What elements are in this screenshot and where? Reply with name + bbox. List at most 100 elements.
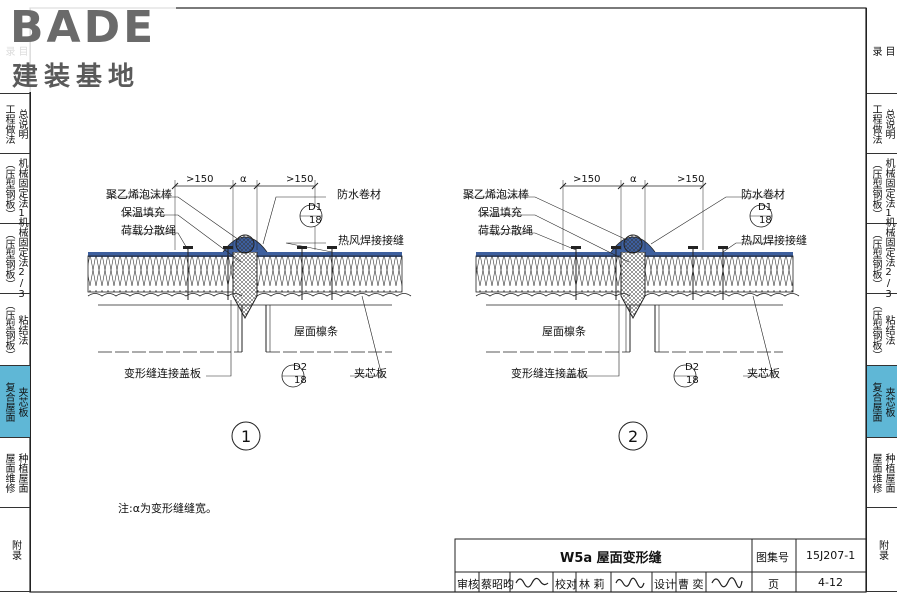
ref2-bottom-2: 18 <box>686 375 699 386</box>
d2-leader-panel <box>743 295 774 377</box>
detail-number-1: 1 <box>241 427 252 446</box>
right-nav: 目录总说明工程做法机械固定法1（压型钢板）机械固定法2/3（压型钢板）粘结法（压… <box>866 8 897 592</box>
right-tab-4[interactable]: 粘结法（压型钢板） <box>867 294 897 366</box>
left-nav: 目录总说明工程做法机械固定法1（压型钢板）机械固定法2/3（压型钢板）粘结法（压… <box>0 8 31 592</box>
left-tab-6-text-0: 种植屋面 <box>16 452 27 493</box>
label-weld-2: 热风焊接接缝 <box>741 234 807 247</box>
label-weld: 热风焊接接缝 <box>338 234 404 247</box>
left-tab-6[interactable]: 种植屋面屋面维修 <box>0 438 30 508</box>
left-tab-7-text-0: 附录 <box>9 539 21 560</box>
left-tab-5[interactable]: 夹芯板复合屋面 <box>0 366 30 438</box>
label-insulation: 保温填充 <box>121 206 165 219</box>
right-tab-5-text-0: 夹芯板 <box>883 386 894 417</box>
right-tab-6-text-0: 种植屋面 <box>883 452 894 493</box>
d1-leader-membrane <box>262 196 326 245</box>
left-tab-4[interactable]: 粘结法（压型钢板） <box>0 294 30 366</box>
left-tab-2-text-1: （压型钢板） <box>3 158 14 219</box>
ref2-top: D2 <box>293 362 308 373</box>
d2-fastener-cap-0 <box>571 246 581 249</box>
detail-2 <box>463 180 800 451</box>
ref2-top-2: D2 <box>685 362 700 373</box>
left-tab-1[interactable]: 总说明工程做法 <box>0 94 30 154</box>
left-tab-5-text-0: 夹芯板 <box>16 386 27 417</box>
d1-number-circle <box>231 421 261 451</box>
right-tab-0-text-0: 目 <box>883 45 894 56</box>
signature-marks <box>515 577 743 589</box>
dim-mid-2: α <box>630 174 637 185</box>
page-label: 页 <box>768 578 779 591</box>
right-tab-6-text-1: 屋面维修 <box>870 452 881 493</box>
d1-leader-weld <box>285 242 333 253</box>
right-tab-2[interactable]: 机械固定法1（压型钢板） <box>867 154 897 224</box>
page-number: 4-12 <box>818 576 843 589</box>
right-tab-1-text-0: 总说明 <box>883 108 894 139</box>
dim-right: >150 <box>286 174 314 185</box>
left-tab-2[interactable]: 机械固定法1（压型钢板） <box>0 154 30 224</box>
right-tab-0[interactable]: 目录 <box>867 8 897 94</box>
left-tab-5-text-1: 复合屋面 <box>3 381 14 422</box>
d1-leader-foam <box>106 196 240 241</box>
d1-fastener-cap-3 <box>327 246 337 249</box>
label-purlin: 屋面檩条 <box>294 325 338 338</box>
d1-skin-left <box>87 293 243 297</box>
label-load-rope-2: 荷载分散绳 <box>478 224 533 237</box>
d1-dim-tick-2 <box>253 182 261 190</box>
ref1-top: D1 <box>308 202 323 213</box>
d2-dim-tick-1 <box>617 182 625 190</box>
d2-leader-membrane <box>650 196 776 245</box>
d2-fastener-cap-1 <box>611 246 621 249</box>
dim-left: >150 <box>186 174 214 185</box>
label-cover-2: 变形缝连接盖板 <box>511 367 588 380</box>
logo: BADE 建装基地 <box>6 2 176 92</box>
d2-panel-right <box>644 255 794 293</box>
label-purlin-2: 屋面檩条 <box>542 325 586 338</box>
ref1-bottom-2: 18 <box>759 215 772 226</box>
label-cover: 变形缝连接盖板 <box>124 367 201 380</box>
d1-foam-rod <box>235 234 255 254</box>
logo-brand: BADE <box>10 2 157 53</box>
d2-leader-foam <box>463 196 628 241</box>
sheet-title: W5a 屋面变形缝 <box>560 551 662 566</box>
right-tab-7[interactable]: 附录 <box>867 508 897 592</box>
d1-leader-insul <box>121 214 242 263</box>
right-tab-5[interactable]: 夹芯板复合屋面 <box>867 366 897 438</box>
d2-leader-insul <box>478 214 630 263</box>
right-tab-1-text-1: 工程做法 <box>870 103 881 144</box>
right-tab-3-text-0: 机械固定法2/3 <box>883 217 894 300</box>
right-tab-3[interactable]: 机械固定法2/3（压型钢板） <box>867 217 897 300</box>
label-load-rope: 荷载分散绳 <box>121 224 176 237</box>
left-tab-6-text-1: 屋面维修 <box>3 452 14 493</box>
d2-membrane-right <box>645 252 793 257</box>
left-tab-3[interactable]: 机械固定法2/3（压型钢板） <box>0 217 30 300</box>
right-tab-0-text-1: 录 <box>870 45 881 56</box>
d1-dim-tick-3 <box>311 182 319 190</box>
checker: 林 莉 <box>579 578 605 591</box>
d2-dim-tick-3 <box>699 182 707 190</box>
d2-skin-left <box>475 293 631 297</box>
left-tab-7[interactable]: 附录 <box>0 508 30 592</box>
check-label: 校对 <box>555 578 577 591</box>
d1-membrane-right <box>257 252 402 257</box>
label-foam-rod: 聚乙烯泡沫棒 <box>106 188 172 201</box>
d2-leader-cover <box>563 300 620 377</box>
dim-left-2: >150 <box>573 174 601 185</box>
right-tab-4-text-0: 粘结法 <box>883 314 894 345</box>
right-tab-6[interactable]: 种植屋面屋面维修 <box>867 438 897 508</box>
right-tab-1[interactable]: 总说明工程做法 <box>867 94 897 154</box>
designer: 曹 奕 <box>678 578 704 591</box>
right-tab-3-text-1: （压型钢板） <box>870 228 881 289</box>
left-tab-3-text-0: 机械固定法2/3 <box>16 217 27 300</box>
label-insulation-2: 保温填充 <box>478 206 522 219</box>
d1-dim-tick-0 <box>171 182 179 190</box>
d2-fastener-cap-2 <box>688 246 698 249</box>
d1-leader-rope <box>121 232 189 251</box>
label-membrane-2: 防水卷材 <box>741 188 785 201</box>
reviewer: 蔡昭昀 <box>481 578 514 591</box>
label-panel: 夹芯板 <box>354 367 387 380</box>
d2-panel-left <box>475 255 622 293</box>
right-tab-4-text-1: （压型钢板） <box>870 299 881 360</box>
right-tab-7-text-0: 附录 <box>876 539 888 560</box>
d1-fastener-cap-1 <box>223 246 233 249</box>
d1-skin-right <box>256 293 412 297</box>
